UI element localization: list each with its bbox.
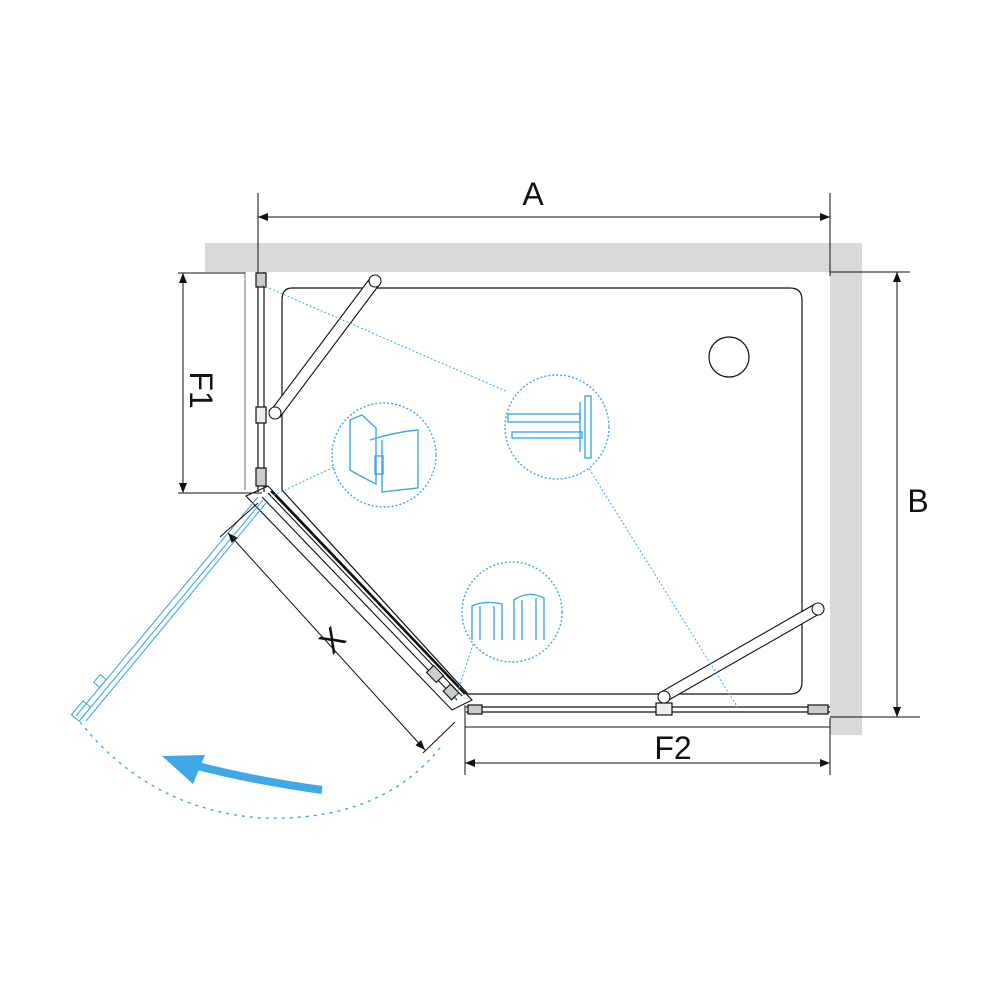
shower-tray bbox=[244, 272, 803, 695]
fixed-panel-bottom bbox=[466, 702, 830, 716]
swing-direction-arrow bbox=[162, 755, 323, 794]
dimension-a bbox=[257, 193, 831, 276]
dimension-b bbox=[830, 271, 920, 718]
callout-hinge-detail bbox=[331, 402, 437, 508]
door-swing-arc bbox=[79, 721, 441, 819]
dimension-f1-label: F1 bbox=[183, 371, 219, 408]
fixed-panel-left bbox=[255, 272, 267, 492]
dimension-f1 bbox=[178, 272, 262, 494]
dimension-b-label: B bbox=[907, 483, 928, 519]
callout-seal-profile-detail bbox=[461, 561, 563, 663]
dimension-x-label: X bbox=[312, 620, 353, 661]
door-closed bbox=[245, 485, 473, 711]
walls bbox=[205, 243, 862, 735]
dimension-f2-label: F2 bbox=[654, 730, 691, 766]
support-struts bbox=[268, 274, 825, 704]
dimension-a-label: A bbox=[522, 176, 544, 212]
dimension-x bbox=[219, 502, 456, 754]
drain-icon bbox=[708, 336, 750, 378]
callout-leaders bbox=[261, 284, 739, 709]
dimension-f2 bbox=[464, 705, 831, 775]
door-open bbox=[70, 496, 267, 722]
callout-wall-profile-detail bbox=[504, 374, 610, 480]
